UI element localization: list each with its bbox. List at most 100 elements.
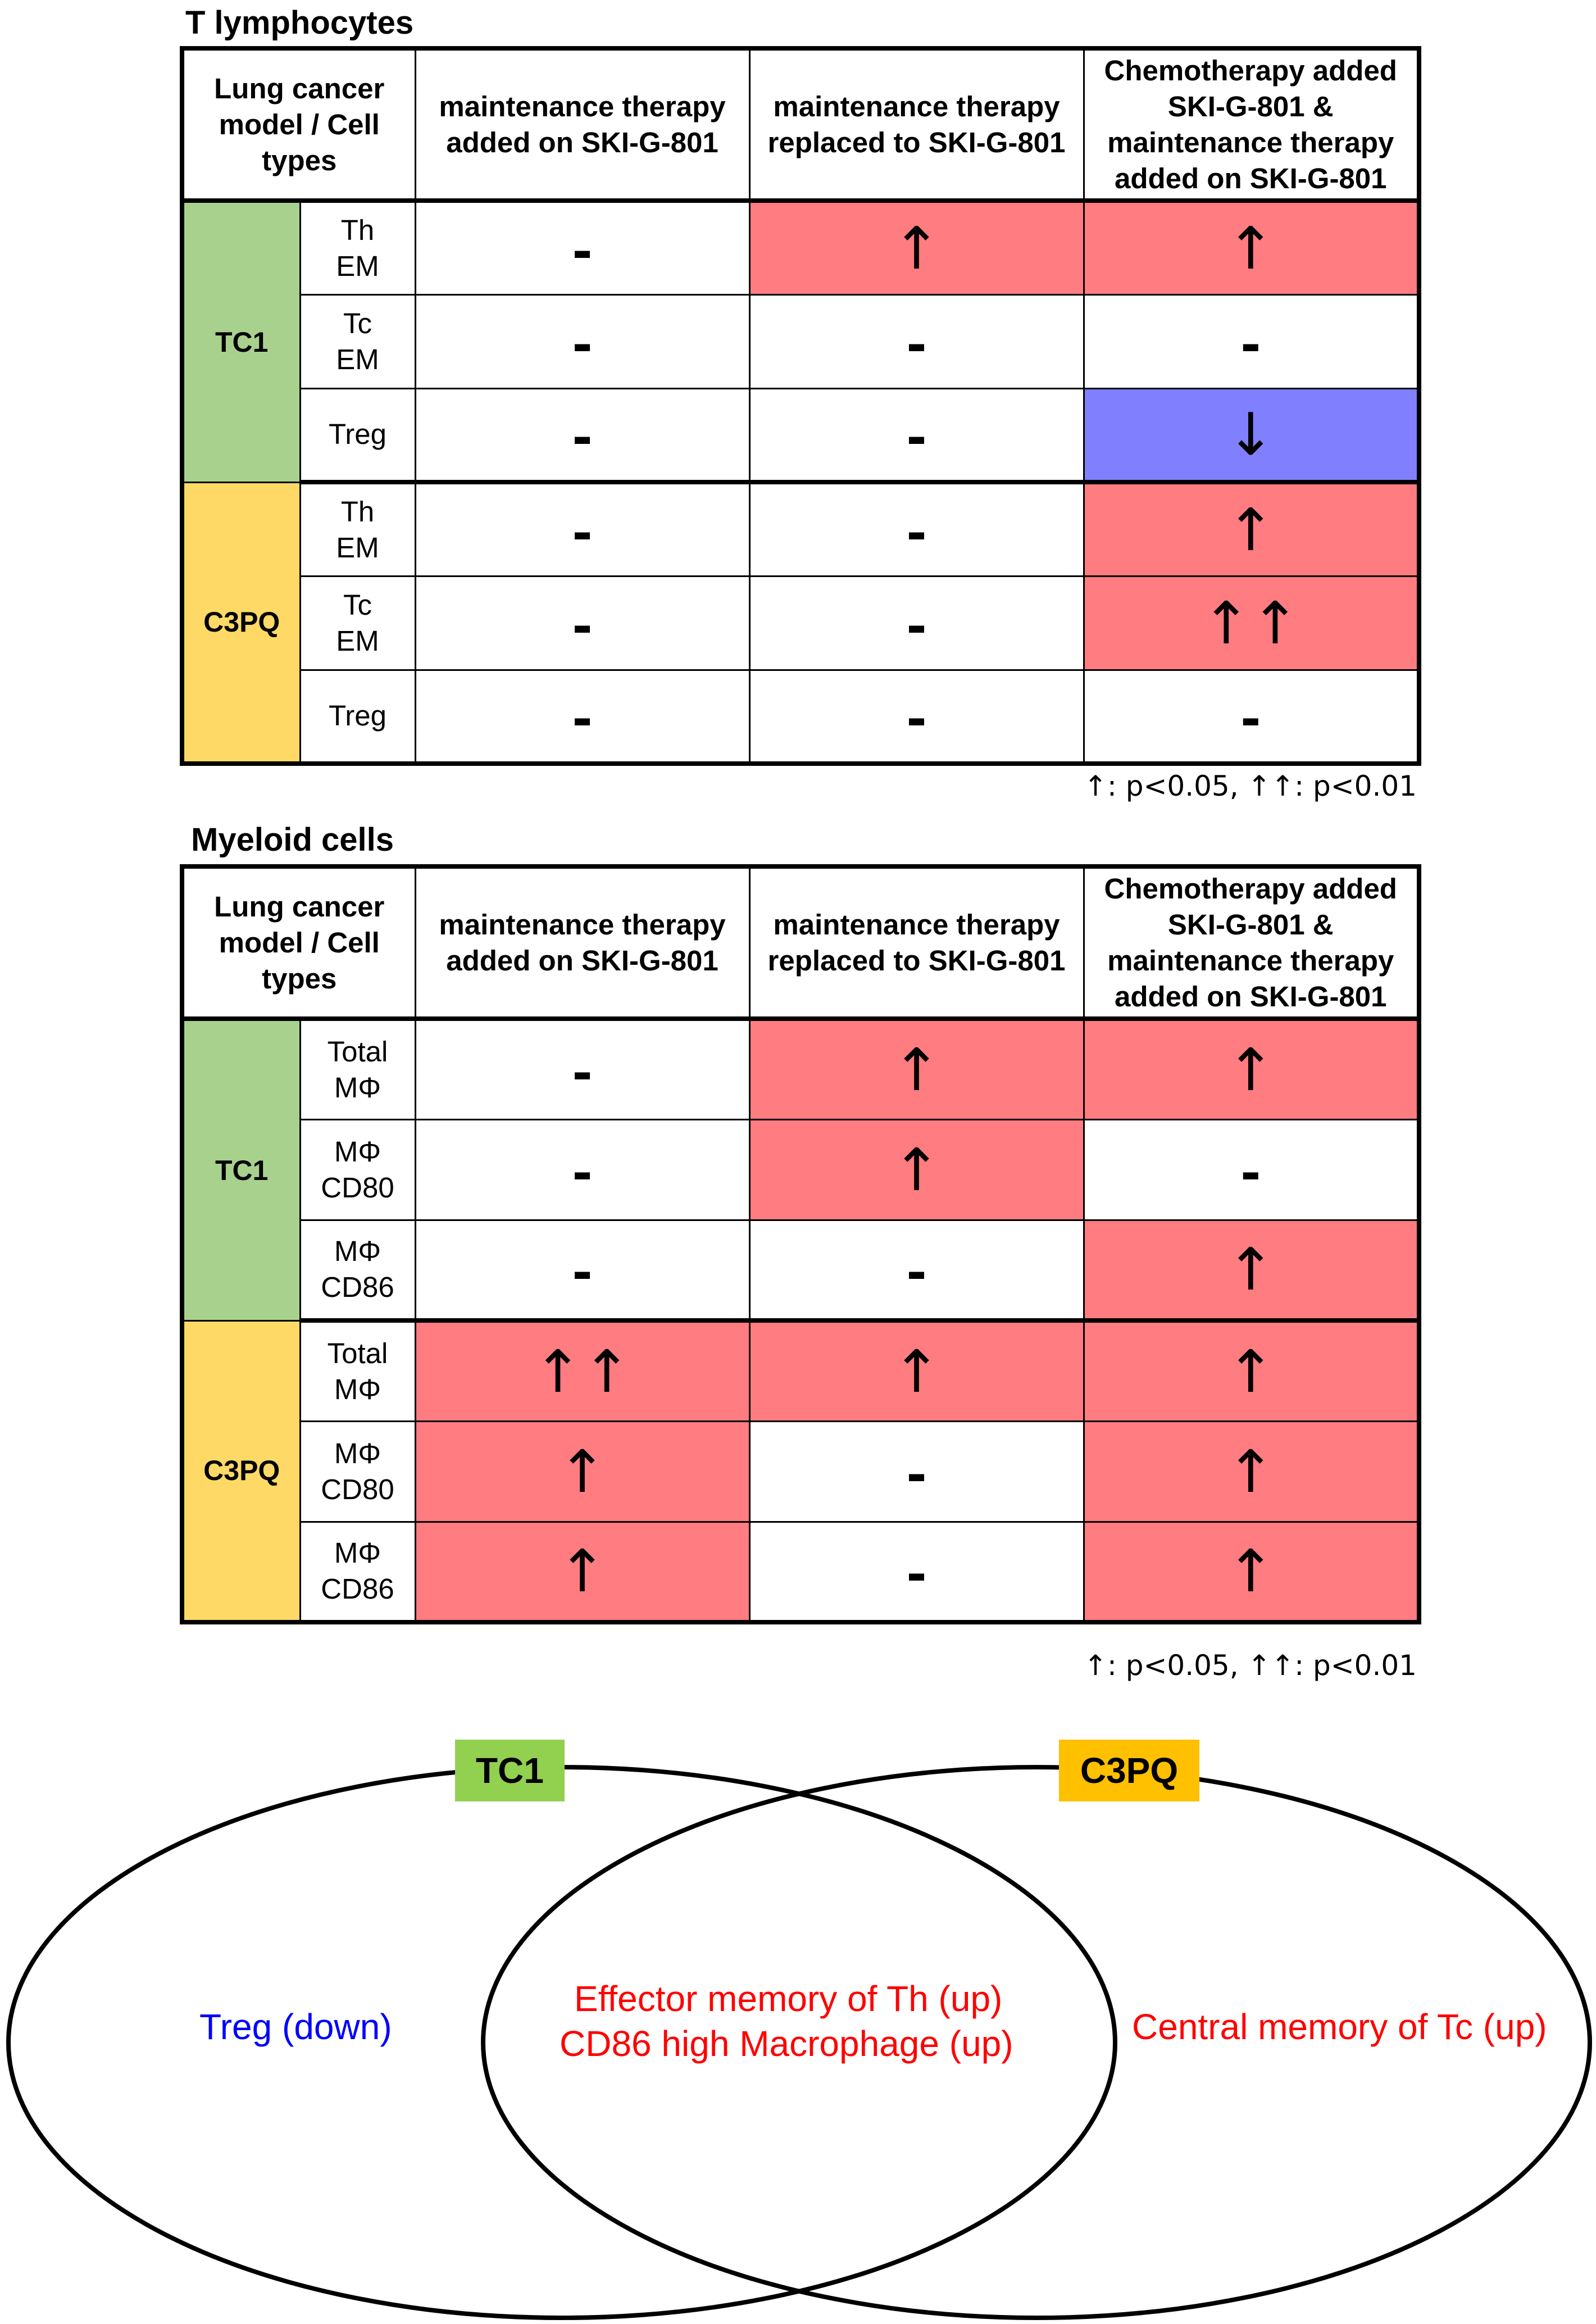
result-cell: ↑: [748, 1319, 1085, 1422]
no-change-dash: -: [572, 1243, 593, 1302]
cell-type-label: Total MΦ: [299, 1319, 416, 1422]
up-arrow-icon: ↑: [892, 1035, 942, 1104]
cell-type-text: Treg: [329, 700, 387, 732]
no-change-dash: -: [906, 1545, 927, 1604]
no-change-dash: -: [1240, 1143, 1261, 1202]
result-cell: ↑↑: [1083, 575, 1420, 671]
result-cell: ↑: [1083, 1219, 1420, 1323]
result-cell: -: [414, 669, 751, 766]
cell-type-text: Treg: [329, 418, 387, 451]
result-cell: -: [748, 1219, 1085, 1323]
result-cell: ↑: [1083, 481, 1420, 577]
no-change-dash: -: [572, 503, 593, 562]
col-maintenance-added-header: maintenance therapy added on SKI-G-801: [414, 865, 751, 1021]
table-row: Tc EM--↑↑: [182, 575, 1420, 671]
no-change-dash: -: [906, 690, 927, 748]
myeloid-cells-table: Lung cancer model / Cell types maintenan…: [180, 864, 1421, 1624]
venn-overlap-label-1: Effector memory of Th (up): [574, 1978, 1003, 2019]
result-cell: -: [414, 293, 751, 389]
down-arrow-icon: ↓: [1226, 400, 1275, 469]
table-row: Treg - - -: [182, 669, 1420, 766]
cell-type-text: Total MΦ: [327, 1337, 388, 1405]
result-cell: ↑: [1083, 199, 1420, 296]
cell-type-text: Th EM: [336, 214, 379, 282]
result-cell: -: [414, 387, 751, 484]
cell-type-label: Tc EM: [299, 293, 416, 389]
venn-tc1-badge: TC1: [455, 1740, 565, 1801]
cell-type-text: Th EM: [336, 495, 379, 564]
t-significance-note: ↑: p<0.05, ↑↑: p<0.01: [1084, 770, 1417, 802]
cell-type-label: Th EM: [299, 481, 416, 577]
no-change-dash: -: [906, 597, 927, 655]
cell-type-label: MΦ CD80: [299, 1420, 416, 1523]
result-cell: ↓: [1083, 387, 1420, 484]
model-label-c3pq: C3PQ: [181, 481, 301, 765]
no-change-dash: -: [906, 315, 927, 374]
result-cell: -: [1083, 1118, 1420, 1221]
myeloid-cells-title: Myeloid cells: [191, 821, 394, 858]
cell-type-text: Tc EM: [336, 588, 379, 657]
venn-c3pq-badge: C3PQ: [1059, 1740, 1199, 1801]
model-cell-types-header: Lung cancer model / Cell types: [181, 865, 416, 1021]
result-cell: -: [748, 669, 1085, 766]
up-arrow-icon: ↑: [892, 214, 942, 283]
result-cell: -: [414, 199, 751, 296]
up-arrow-icon: ↑: [892, 1135, 942, 1204]
up-arrow-icon: ↑: [892, 1337, 942, 1406]
venn-left-only-label: Treg (down): [199, 2007, 392, 2047]
t-lymphocytes-title: T lymphocytes: [185, 4, 414, 41]
result-cell: ↑: [1083, 1420, 1420, 1523]
result-cell: -: [748, 481, 1085, 577]
up-arrow-icon: ↑: [1226, 214, 1275, 283]
no-change-dash: -: [1240, 690, 1261, 748]
no-change-dash: -: [906, 408, 927, 467]
venn-right-only-label: Central memory of Tc (up): [1132, 2007, 1547, 2047]
result-cell: -: [748, 293, 1085, 389]
no-change-dash: -: [906, 1445, 927, 1504]
cell-type-label: MΦ CD86: [299, 1520, 416, 1624]
no-change-dash: -: [572, 408, 593, 467]
result-cell: -: [414, 1219, 751, 1323]
cell-type-text: MΦ CD80: [321, 1437, 394, 1505]
result-cell: ↑↑: [414, 1319, 751, 1422]
t-lymphocytes-table: Lung cancer model / Cell types maintenan…: [180, 46, 1421, 766]
up-arrow-icon: ↑: [1226, 1035, 1275, 1104]
cell-type-label: Treg: [299, 669, 416, 766]
result-cell: -: [414, 1018, 751, 1120]
result-cell: ↑: [414, 1520, 751, 1624]
model-label-tc1: TC1: [181, 1018, 301, 1322]
result-cell: ↑: [1083, 1520, 1420, 1624]
result-cell: -: [414, 1118, 751, 1221]
col-maintenance-replaced-header: maintenance therapy replaced to SKI-G-80…: [748, 47, 1085, 203]
no-change-dash: -: [572, 1043, 593, 1102]
cell-type-text: Total MΦ: [327, 1035, 388, 1104]
result-cell: -: [414, 575, 751, 671]
table-row: MΦ CD80-↑-: [182, 1118, 1420, 1221]
result-cell: -: [748, 387, 1085, 484]
model-label-c3pq: C3PQ: [181, 1319, 301, 1623]
result-cell: -: [748, 1420, 1085, 1523]
no-change-dash: -: [572, 690, 593, 748]
table-row: Treg - - ↓: [182, 387, 1420, 484]
table-row: MΦ CD80 ↑ - ↑: [182, 1420, 1420, 1523]
no-change-dash: -: [906, 1243, 927, 1302]
cell-type-text: Tc EM: [336, 307, 379, 375]
result-cell: -: [748, 575, 1085, 671]
col-chemo-added-header: Chemotherapy added SKI-G-801 & maintenan…: [1083, 865, 1420, 1021]
cell-type-text: MΦ CD86: [321, 1537, 394, 1605]
c3pq-ellipse: [481, 1765, 1592, 2320]
no-change-dash: -: [572, 222, 593, 280]
cell-type-label: MΦ CD80: [299, 1118, 416, 1221]
model-cell-types-header: Lung cancer model / Cell types: [181, 47, 416, 203]
result-cell: ↑: [1083, 1018, 1420, 1120]
table-row: MΦ CD86--↑: [182, 1219, 1420, 1323]
m-significance-note: ↑: p<0.05, ↑↑: p<0.01: [1084, 1649, 1417, 1682]
cell-type-label: Total MΦ: [299, 1018, 416, 1120]
model-label-tc1: TC1: [181, 199, 301, 483]
col-chemo-added-header: Chemotherapy added SKI-G-801 & maintenan…: [1083, 47, 1420, 203]
result-cell: ↑: [414, 1420, 751, 1523]
result-cell: -: [1083, 669, 1420, 766]
